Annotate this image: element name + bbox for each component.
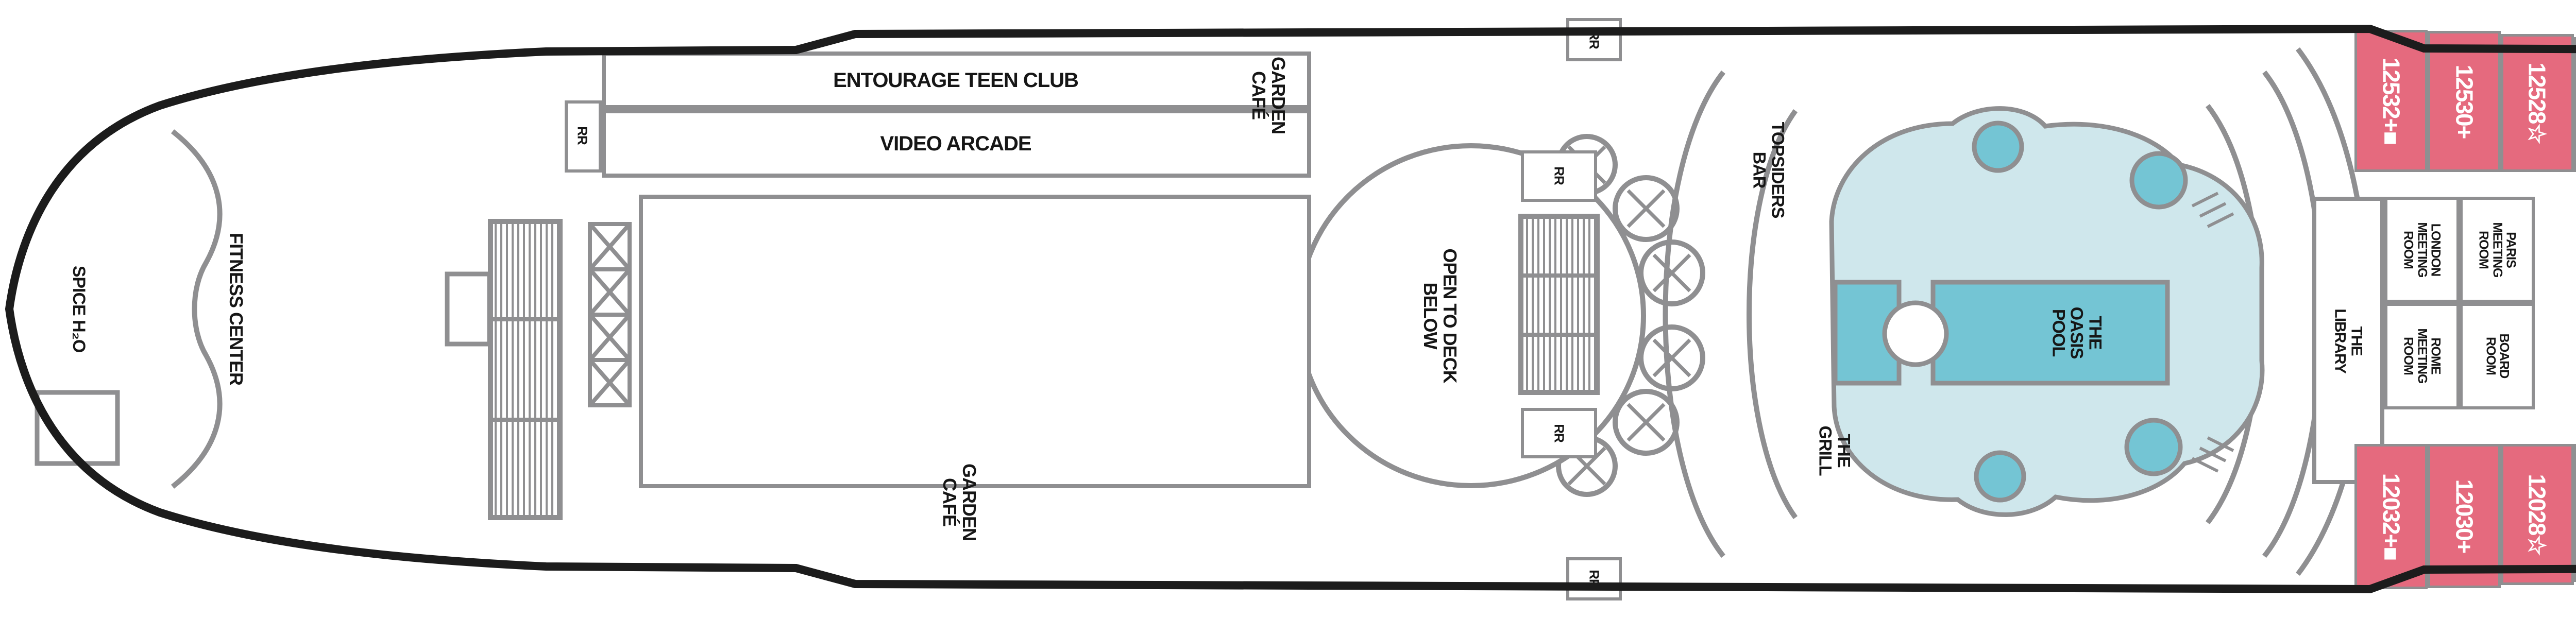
restroom-top-label: RR bbox=[1586, 30, 1602, 49]
rome-meeting-room-label: ROME MEETING ROOM bbox=[2401, 328, 2443, 384]
restroom-mid-lower-label: RR bbox=[1551, 424, 1567, 442]
cabin-12030[interactable]: 12030+ bbox=[2428, 444, 2501, 588]
fitness-curved-wall bbox=[171, 129, 223, 489]
video-arcade-label: VIDEO ARCADE bbox=[880, 132, 1031, 155]
spice-h2o-label: SPICE H₂O bbox=[69, 265, 89, 353]
cabin-12032[interactable]: 12032+■ bbox=[2354, 444, 2428, 589]
paris-meeting-room-label: PARIS MEETING ROOM bbox=[2476, 222, 2518, 278]
stairs-forward bbox=[488, 219, 563, 520]
cabin-12532[interactable]: 12532+■ bbox=[2354, 30, 2428, 172]
topsiders-bar-label: TOPSIDERS BAR bbox=[1750, 122, 1788, 218]
pool-deck bbox=[1829, 106, 2265, 517]
cabin-12530[interactable]: 12530+ bbox=[2428, 31, 2501, 172]
open-to-deck-below-cloud bbox=[1296, 134, 1705, 497]
elevators-forward bbox=[588, 222, 632, 407]
restroom-forward-label: RR bbox=[574, 126, 590, 145]
open-to-deck-below-label: OPEN TO DECK BELOW bbox=[1420, 248, 1461, 383]
garden-cafe-room bbox=[639, 195, 1311, 488]
cabin-12526[interactable]: 12526☆ bbox=[2574, 37, 2576, 172]
restroom-mid-upper-label: RR bbox=[1551, 166, 1567, 185]
library-label: THE LIBRARY bbox=[2332, 308, 2365, 373]
london-meeting-room-label: LONDON MEETING ROOM bbox=[2401, 222, 2443, 278]
board-room-label: BOARD ROOM bbox=[2483, 333, 2512, 379]
cabin-12528[interactable]: 12528☆ bbox=[2501, 34, 2574, 172]
cabin-12028[interactable]: 12028☆ bbox=[2501, 444, 2574, 585]
oasis-pool-label: THE OASIS POOL bbox=[2048, 306, 2105, 359]
garden-cafe-top-label: GARDEN CAFÉ bbox=[1248, 56, 1289, 134]
fitness-center-label: FITNESS CENTER bbox=[225, 232, 247, 386]
garden-cafe-bottom-label: GARDEN CAFÉ bbox=[939, 463, 980, 541]
restroom-bottom-label: RR bbox=[1586, 570, 1602, 588]
teen-club-label: ENTOURAGE TEEN CLUB bbox=[833, 69, 1079, 92]
the-grill-label: THE GRILL bbox=[1816, 425, 1854, 476]
stairs-midship bbox=[1518, 214, 1600, 395]
cabin-12026[interactable]: 12026☆ bbox=[2574, 444, 2576, 582]
